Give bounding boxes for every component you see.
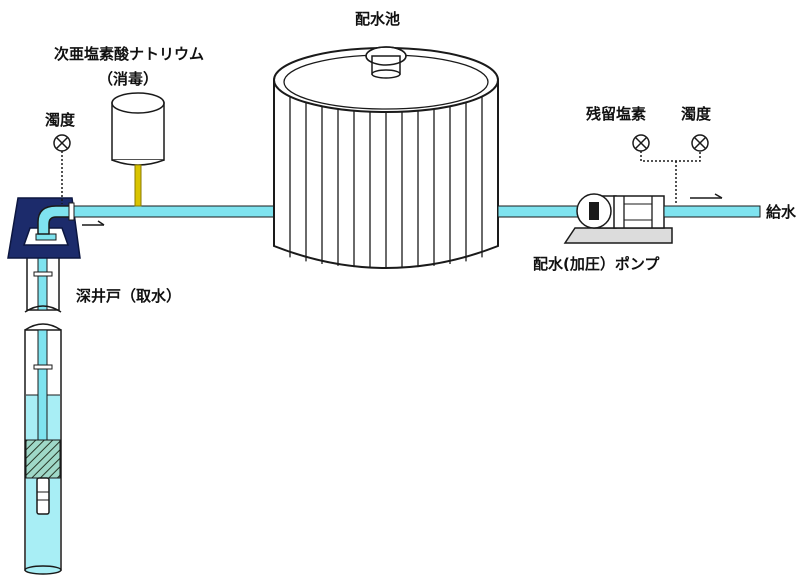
turbidity-left-label: 濁度 <box>45 111 76 129</box>
sensor-icon <box>632 134 650 152</box>
distribution-pump <box>563 193 673 244</box>
sensor-signal-line <box>640 151 701 205</box>
well-label: 深井戸（取水） <box>76 287 182 305</box>
well-screen <box>25 439 61 479</box>
pump-label: 配水(加圧）ポンプ <box>533 255 660 273</box>
chemical-feed-line <box>134 164 142 207</box>
chemical-tank <box>111 92 165 166</box>
submersible-pump <box>36 477 50 515</box>
well-break-mark <box>24 305 62 331</box>
sensor-icon <box>53 134 71 152</box>
well-casing-lower <box>24 329 62 575</box>
residual-chlorine-label: 残留塩素 <box>586 105 647 123</box>
reservoir-label: 配水池 <box>355 10 401 28</box>
sensor-icon <box>691 134 709 152</box>
disinfection-label: （消毒） <box>98 70 159 88</box>
well-casing-upper <box>26 254 60 311</box>
turbidity-right-label: 濁度 <box>681 105 712 123</box>
flow-arrow-icon <box>690 193 723 199</box>
hypochlorite-label: 次亜塩素酸ナトリウム <box>54 45 205 63</box>
supply-label: 給水 <box>766 203 797 221</box>
intake-pipe <box>73 205 277 218</box>
reservoir-tank <box>273 46 499 269</box>
supply-pipe <box>663 205 761 218</box>
flow-arrow-icon <box>82 220 105 226</box>
outlet-pipe <box>497 205 581 218</box>
